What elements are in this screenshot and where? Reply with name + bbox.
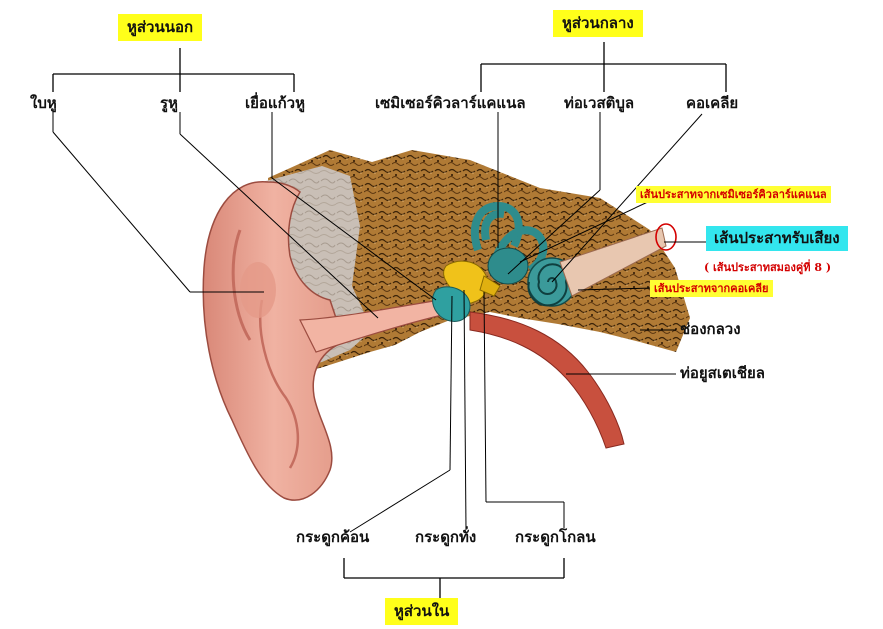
middle-ear-cavity-label: ช่องกลวง [680,322,741,337]
vestibule-label: ท่อเวสติบูล [564,96,634,111]
inner-ear-bracket [344,558,564,598]
outer-ear-bracket [53,48,294,92]
auditory-nerve-label: เส้นประสาทรับเสียง [706,226,848,251]
ear-canal-label: รูหู [160,96,178,111]
eustachian-tube-shape [470,312,624,448]
eustachian-tube-label: ท่อยูสเตเชียล [680,366,765,381]
outer-ear-heading: หูส่วนนอก [118,14,202,41]
middle-ear-bracket [481,42,726,92]
pinna-label: ใบหู [30,96,57,111]
nerve-from-semicircular-label: เส้นประสาทจากเซมิเซอร์คิวลาร์แคแนล [636,186,831,203]
malleus-label: กระดูกค้อน [296,530,369,545]
nerve-from-cochlea-label: เส้นประสาทจากคอเคลีย [650,280,773,297]
incus-label: กระดูกทั่ง [415,530,476,545]
cranial-nerve-note: ( เส้นประสาทสมองคู่ที่ 8 ) [704,262,831,273]
stapes-label: กระดูกโกลน [515,530,596,545]
middle-ear-heading: หูส่วนกลาง [553,10,643,37]
inner-ear-heading: หูส่วนใน [385,598,458,625]
eardrum-label: เยื่อแก้วหู [245,96,305,111]
cochlea-label: คอเคลีย [686,96,738,111]
semicircular-canal-label: เซมิเซอร์คิวลาร์แคแนล [375,96,526,111]
